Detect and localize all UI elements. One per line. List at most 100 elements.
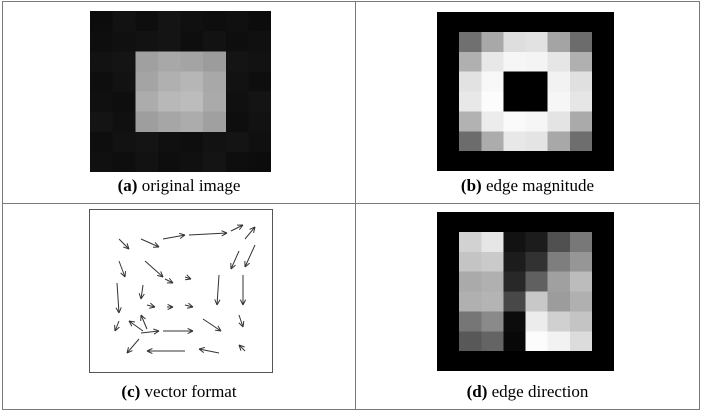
vector-arrow: [188, 230, 228, 237]
magnitude-pixel: [591, 31, 614, 53]
magnitude-pixel: [525, 151, 549, 171]
magnitude-pixel: [569, 91, 593, 112]
caption-edge-direction: (d) edge direction: [356, 382, 699, 402]
magnitude-pixel: [591, 71, 614, 93]
vector-arrow: [244, 244, 256, 268]
original-image: [90, 11, 271, 172]
vector-arrow: [198, 347, 220, 354]
magnitude-pixel: [525, 71, 549, 93]
original-pixel: [225, 91, 249, 113]
vector-arrow: [140, 314, 148, 330]
original-pixel: [180, 91, 204, 113]
direction-pixel: [481, 212, 504, 233]
magnitude-pixel: [547, 131, 571, 152]
direction-pixel: [569, 351, 593, 371]
original-pixel: [180, 31, 204, 52]
magnitude-pixel: [525, 111, 549, 132]
direction-pixel: [459, 311, 482, 332]
magnitude-pixel: [503, 71, 527, 93]
caption-vector-format: (c) vector format: [3, 382, 355, 402]
direction-pixel: [503, 351, 527, 371]
panel-original-image: (a) original image: [3, 2, 355, 203]
magnitude-pixel: [459, 12, 482, 33]
magnitude-pixel: [459, 71, 482, 93]
magnitude-pixel: [569, 12, 593, 33]
magnitude-pixel: [547, 51, 571, 73]
direction-pixel: [503, 251, 527, 273]
direction-pixel: [591, 231, 614, 253]
direction-pixel: [503, 231, 527, 253]
original-pixel: [225, 111, 249, 133]
original-pixel: [225, 31, 249, 52]
magnitude-pixel: [503, 51, 527, 73]
direction-pixel: [569, 331, 593, 352]
original-pixel: [248, 111, 271, 133]
original-pixel: [90, 71, 114, 93]
vector-arrow: [239, 275, 247, 306]
magnitude-pixel: [437, 12, 460, 33]
original-pixel: [112, 91, 136, 113]
direction-pixel: [503, 331, 527, 352]
original-pixel: [157, 91, 182, 113]
original-pixel: [157, 51, 182, 72]
direction-pixel: [503, 212, 527, 233]
direction-pixel: [591, 251, 614, 273]
original-pixel: [225, 71, 249, 93]
caption-original-image: (a) original image: [3, 176, 355, 196]
direction-pixel: [459, 331, 482, 352]
direction-pixel: [481, 311, 504, 332]
vector-arrow: [144, 260, 164, 278]
magnitude-pixel: [525, 51, 549, 73]
original-pixel: [90, 111, 114, 133]
original-pixel: [112, 51, 136, 72]
magnitude-pixel: [481, 31, 504, 53]
original-pixel: [135, 51, 159, 72]
edge-magnitude-image: [437, 12, 614, 171]
original-pixel: [180, 11, 204, 32]
original-pixel: [157, 151, 182, 172]
magnitude-pixel: [459, 131, 482, 152]
original-pixel: [135, 131, 159, 153]
original-pixel: [248, 151, 271, 172]
direction-pixel: [569, 212, 593, 233]
magnitude-pixel: [591, 131, 614, 152]
magnitude-pixel: [459, 51, 482, 73]
direction-pixel: [525, 331, 549, 352]
original-pixel: [90, 11, 114, 32]
direction-pixel: [547, 251, 571, 273]
vector-arrow: [184, 274, 192, 281]
magnitude-pixel: [459, 151, 482, 171]
magnitude-pixel: [481, 71, 504, 93]
magnitude-pixel: [547, 71, 571, 93]
original-pixel: [135, 71, 159, 93]
direction-pixel: [525, 251, 549, 273]
direction-pixel: [591, 311, 614, 332]
magnitude-pixel: [437, 31, 460, 53]
magnitude-pixel: [569, 131, 593, 152]
direction-pixel: [591, 331, 614, 352]
caption-tag: (b): [460, 176, 482, 195]
original-pixel: [203, 11, 227, 32]
direction-pixel: [525, 311, 549, 332]
original-pixel: [112, 11, 136, 32]
vector-arrow: [128, 320, 144, 332]
original-pixel: [135, 151, 159, 172]
original-pixel: [225, 11, 249, 32]
direction-pixel: [481, 291, 504, 312]
magnitude-pixel: [459, 111, 482, 132]
magnitude-pixel: [525, 131, 549, 152]
direction-pixel: [481, 271, 504, 293]
original-pixel: [157, 11, 182, 32]
direction-pixel: [591, 351, 614, 371]
original-pixel: [90, 91, 114, 113]
original-pixel: [112, 31, 136, 52]
vector-arrow: [138, 284, 145, 300]
magnitude-pixel: [503, 131, 527, 152]
magnitude-pixel: [437, 111, 460, 132]
direction-pixel: [437, 271, 460, 293]
direction-pixel: [547, 351, 571, 371]
panel-edge-magnitude: (b) edge magnitude: [356, 2, 699, 203]
direction-pixel: [481, 331, 504, 352]
vector-arrow: [238, 344, 246, 352]
